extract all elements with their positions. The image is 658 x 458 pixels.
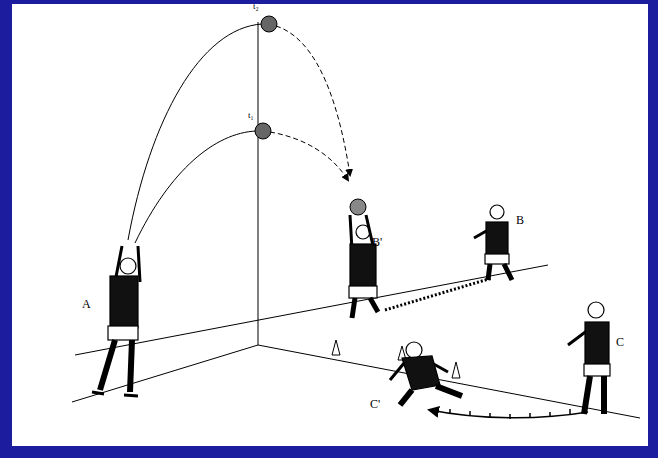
player-c xyxy=(568,302,610,414)
position-label: B xyxy=(516,214,524,226)
player-c-prime xyxy=(390,342,462,405)
player-b-prime xyxy=(349,215,378,318)
position-label: B' xyxy=(372,236,382,248)
position-label: t₁ xyxy=(248,111,254,120)
position-label: C' xyxy=(370,398,380,410)
player-b xyxy=(474,205,512,280)
white-panel xyxy=(12,4,648,446)
ground-axes xyxy=(72,22,640,418)
ball-trajectories xyxy=(128,24,350,243)
position-label: C xyxy=(616,336,624,348)
balls xyxy=(255,16,366,215)
run-path xyxy=(385,278,588,419)
player-a xyxy=(92,246,140,396)
position-label: t₂ xyxy=(253,2,259,11)
position-label: A xyxy=(82,298,91,310)
